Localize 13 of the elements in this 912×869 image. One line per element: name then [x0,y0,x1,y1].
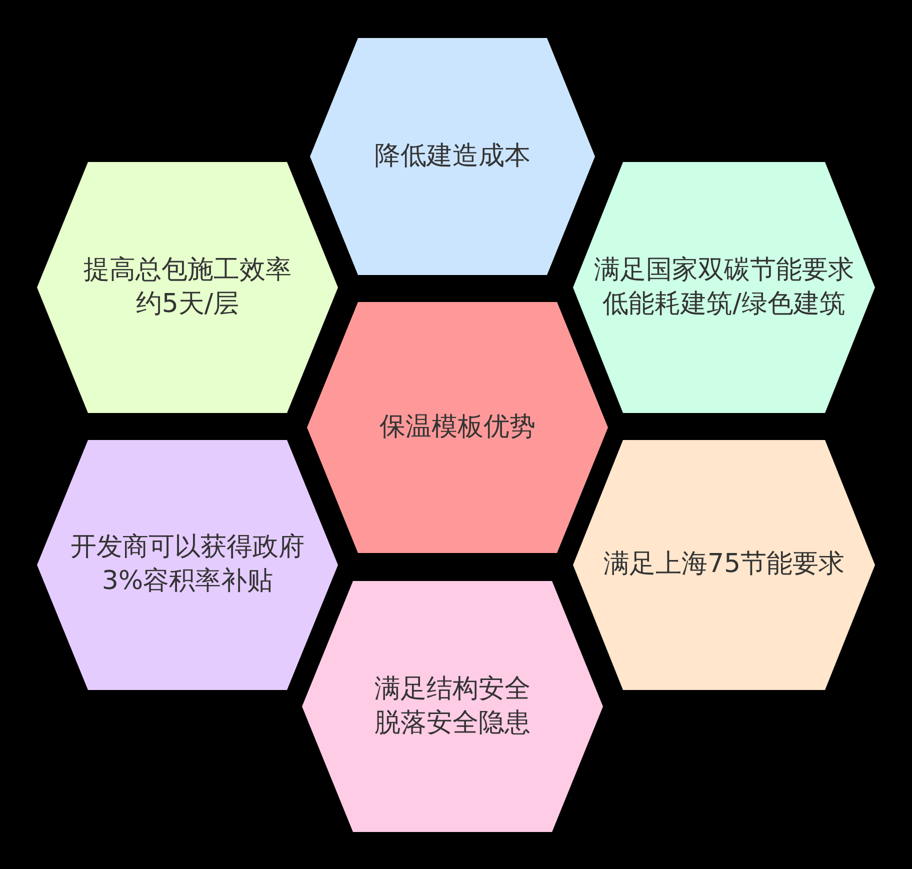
topic-title: 保温模板优势 [380,410,536,444]
benefit-hexagon [573,440,875,690]
benefit-hexagon [302,581,603,832]
benefit-hexagon [310,38,595,275]
benefit-text: 提高总包施工效率约5天/层 [82,254,292,320]
benefit-text: 开发商可以获得政府3%容积率补贴 [70,531,306,598]
benefit-text: 满足上海75节能要求 [603,548,845,582]
benefit-hexagon [37,162,338,413]
benefit-text: 满足国家双碳节能要求低能耗建筑/绿色建筑 [592,254,855,320]
benefit-text: 满足结构安全脱落安全隐患 [373,672,532,740]
benefit-text: 降低建造成本 [374,140,530,173]
benefit-hexagon [37,440,338,690]
benefit-hexagon [573,162,875,413]
